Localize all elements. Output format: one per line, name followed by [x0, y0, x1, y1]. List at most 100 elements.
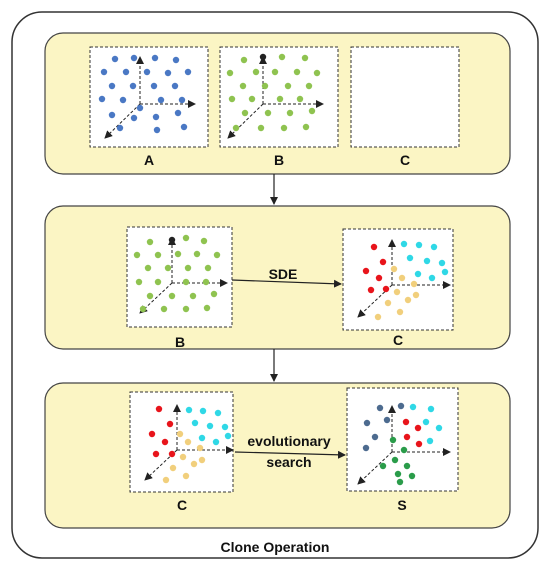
scatter-dot — [133, 251, 141, 259]
scatter-dot — [435, 424, 443, 432]
scatter-dot — [200, 237, 208, 245]
scatter-dot — [122, 68, 130, 76]
scatter-dot — [363, 419, 371, 427]
scatter-dot — [313, 69, 321, 77]
scatter-dot — [154, 251, 162, 259]
scatter-dot — [202, 278, 210, 286]
scatter-dot — [150, 82, 158, 90]
label-a: A — [144, 152, 154, 168]
scatter-dot — [214, 409, 222, 417]
scatter-dot — [130, 114, 138, 122]
scatter-dot — [391, 456, 399, 464]
scatter-dot — [404, 296, 412, 304]
scatter-dot — [284, 82, 292, 90]
scatter-dot — [162, 476, 170, 484]
scatter-dot — [226, 69, 234, 77]
scatter-dot — [136, 104, 144, 112]
scatter-dot — [199, 407, 207, 415]
scatter-dot — [148, 430, 156, 438]
scatter-dot — [146, 292, 154, 300]
scatter-dot — [213, 251, 221, 259]
scatter-dot — [362, 444, 370, 452]
scatter-dot — [374, 313, 382, 321]
scatter-dot — [146, 238, 154, 246]
scatter-dot — [441, 268, 449, 276]
scatter-dot — [248, 95, 256, 103]
box-a — [89, 46, 209, 148]
scatter-dot — [415, 241, 423, 249]
scatter-dot — [152, 450, 160, 458]
sde-arrow — [231, 279, 342, 288]
scatter-dot — [100, 68, 108, 76]
scatter-dot — [166, 420, 174, 428]
scatter-dot — [293, 68, 301, 76]
scatter-dot — [164, 264, 172, 272]
scatter-dot — [171, 82, 179, 90]
scatter-dot — [168, 236, 176, 244]
scatter-dot — [155, 405, 163, 413]
scatter-dot — [129, 82, 137, 90]
label-b-middle: B — [175, 334, 185, 350]
scatter-dot — [108, 82, 116, 90]
scatter-c-middle — [357, 239, 451, 321]
scatter-dot — [362, 267, 370, 275]
scatter-dot — [116, 124, 124, 132]
scatter-dot — [182, 472, 190, 480]
scatter-dot — [276, 95, 284, 103]
search-label: search — [266, 454, 311, 470]
scatter-dot — [426, 437, 434, 445]
scatter-dot — [151, 54, 159, 62]
scatter-dot — [427, 405, 435, 413]
scatter-dot — [408, 472, 416, 480]
scatter-dot — [403, 462, 411, 470]
scatter-dot — [400, 446, 408, 454]
label-c-top: C — [400, 152, 410, 168]
scatter-dot — [390, 265, 398, 273]
scatter-dot — [98, 95, 106, 103]
scatter-s — [357, 402, 451, 486]
scatter-dot — [379, 258, 387, 266]
scatter-dot — [182, 234, 190, 242]
box-c-middle — [342, 228, 454, 331]
scatter-dot — [182, 305, 190, 313]
scatter-dot — [371, 433, 379, 441]
clone-operation-caption: Clone Operation — [221, 539, 330, 555]
scatter-dot — [135, 278, 143, 286]
scatter-dot — [400, 240, 408, 248]
scatter-dot — [185, 406, 193, 414]
scatter-dot — [414, 270, 422, 278]
scatter-dot — [370, 243, 378, 251]
scatter-dot — [252, 68, 260, 76]
scatter-b-top — [226, 53, 324, 139]
scatter-dot — [212, 438, 220, 446]
scatter-dot — [409, 403, 417, 411]
scatter-dot — [278, 53, 286, 61]
evolutionary-search-arrow — [234, 450, 346, 459]
scatter-dot — [176, 430, 184, 438]
axis-line — [227, 103, 264, 139]
scatter-dot — [264, 109, 272, 117]
axis-line — [104, 103, 141, 139]
scatter-dot — [157, 96, 165, 104]
scatter-dot — [180, 123, 188, 131]
label-c-bottom: C — [177, 497, 187, 513]
evolutionary-label: evolutionary — [247, 433, 330, 449]
scatter-dot — [204, 264, 212, 272]
scatter-dot — [412, 291, 420, 299]
scatter-dot — [428, 274, 436, 282]
scatter-dot — [367, 286, 375, 294]
scatter-dot — [389, 436, 397, 444]
scatter-dot — [189, 292, 197, 300]
scatter-dot — [393, 288, 401, 296]
scatter-dot — [206, 422, 214, 430]
scatter-dot — [280, 124, 288, 132]
scatter-dot — [190, 460, 198, 468]
scatter-dot — [375, 274, 383, 282]
scatter-a — [98, 54, 196, 139]
scatter-dot — [184, 264, 192, 272]
scatter-dot — [168, 450, 176, 458]
scatter-dot — [398, 274, 406, 282]
scatter-dot — [210, 290, 218, 298]
scatter-dot — [376, 404, 384, 412]
